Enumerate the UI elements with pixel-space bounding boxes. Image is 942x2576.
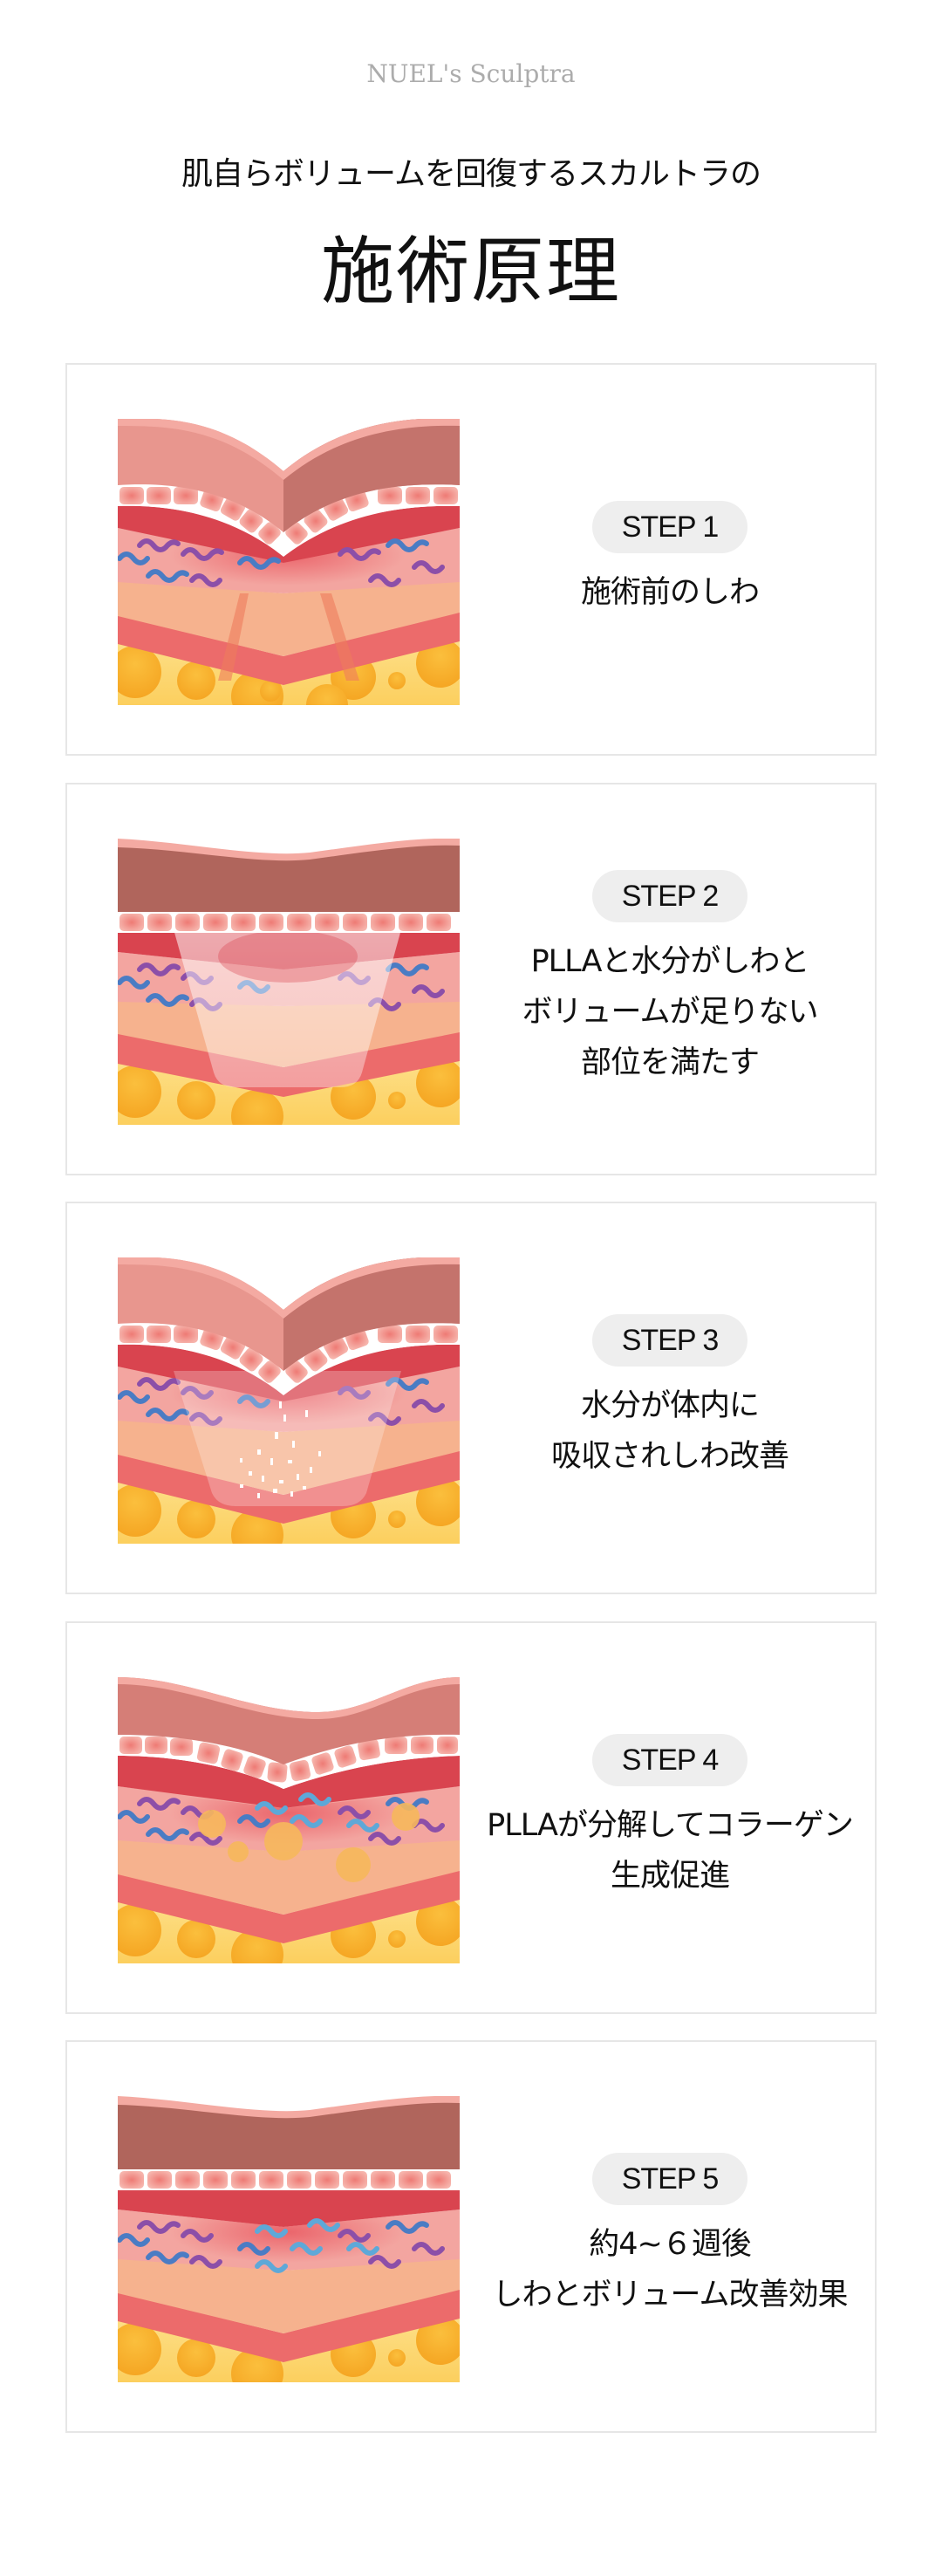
step-badge: STEP 2 (591, 870, 748, 922)
step-card-2: STEP 2 PLLAと水分がしわと ボリュームが足りない 部位を満たす (65, 783, 877, 1175)
step-badge: STEP 1 (591, 501, 748, 553)
step-description: 約4~６週後 しわとボリューム改善効果 (492, 2227, 849, 2312)
step-text-5: STEP 5 約4~６週後 しわとボリューム改善効果 (468, 2042, 871, 2431)
step-badge: STEP 4 (591, 1734, 748, 1786)
volume-improved-illustration (118, 2096, 460, 2382)
step-card-5: STEP 5 約4~６週後 しわとボリューム改善効果 (65, 2040, 877, 2433)
page-title: 施術原理 (320, 229, 621, 314)
step-description: 施術前のしわ (580, 575, 760, 610)
step-text-1: STEP 1 施術前のしわ (468, 365, 871, 754)
step-badge: STEP 5 (591, 2153, 748, 2205)
step-description: PLLAが分解してコラーゲン 生成促進 (487, 1808, 854, 1894)
brand-label: NUEL's Sculptra (366, 59, 576, 88)
plla-injection-fill-illustration (118, 839, 460, 1125)
step-text-3: STEP 3 水分が体内に 吸収されしわ改善 (468, 1203, 871, 1593)
step-badge: STEP 3 (591, 1314, 748, 1367)
collagen-generation-illustration (118, 1677, 460, 1963)
step-card-3: STEP 3 水分が体内に 吸収されしわ改善 (65, 1202, 877, 1594)
page-subtitle: 肌自らボリュームを回復するスカルトラの (181, 156, 761, 192)
wrinkle-before-treatment-illustration (118, 419, 460, 705)
step-description: 水分が体内に 吸収されしわ改善 (550, 1388, 789, 1474)
step-description: PLLAと水分がしわと ボリュームが足りない 部位を満たす (522, 944, 819, 1080)
step-card-4: STEP 4 PLLAが分解してコラーゲン 生成促進 (65, 1621, 877, 2014)
step-text-4: STEP 4 PLLAが分解してコラーゲン 生成促進 (468, 1623, 871, 2012)
step-text-2: STEP 2 PLLAと水分がしわと ボリュームが足りない 部位を満たす (468, 784, 871, 1174)
water-absorbed-illustration (118, 1257, 460, 1544)
step-card-1: STEP 1 施術前のしわ (65, 363, 877, 756)
